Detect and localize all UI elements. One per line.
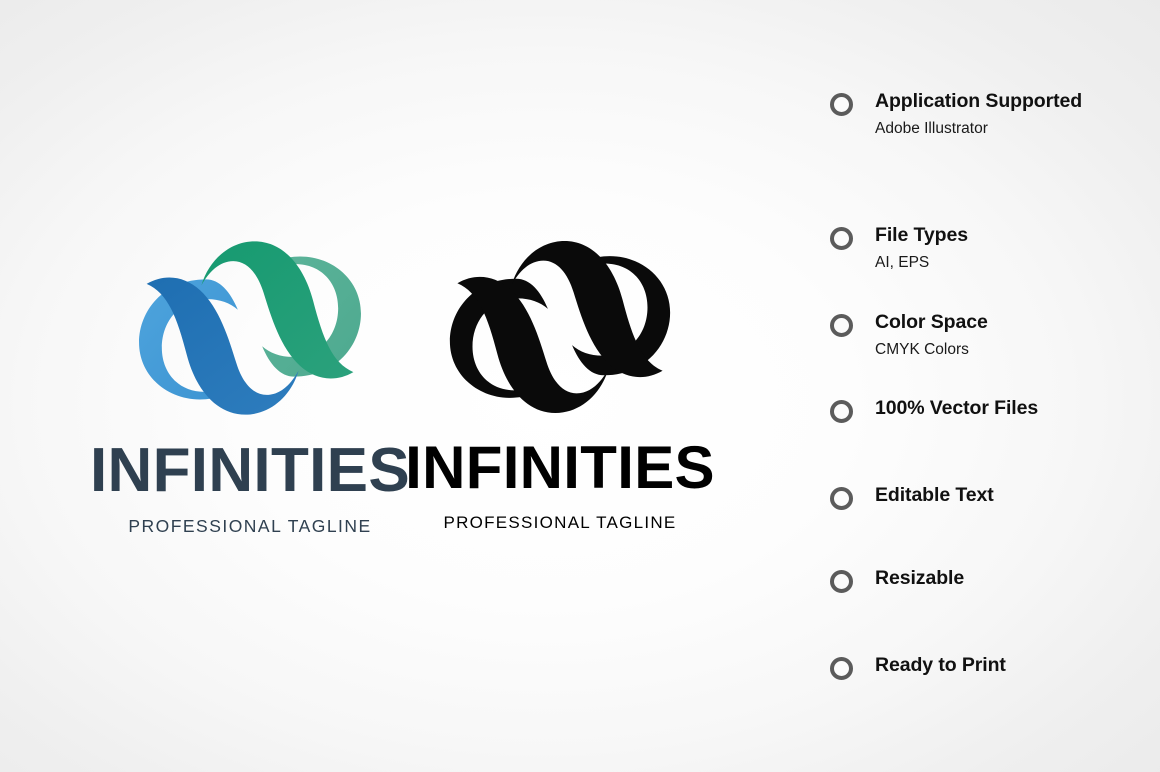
- timeline-item-title: Color Space: [875, 311, 988, 333]
- logo-colored: INFINITIES PROFESSIONAL TAGLINE: [60, 238, 440, 536]
- timeline-item-title: 100% Vector Files: [875, 397, 1039, 419]
- timeline-marker-icon: [830, 657, 853, 680]
- timeline-marker-icon: [830, 400, 853, 423]
- timeline-item-title: Editable Text: [875, 484, 994, 506]
- timeline-item-title: Ready to Print: [875, 654, 1006, 676]
- logo-wordmark: INFINITIES: [405, 434, 715, 501]
- timeline-item-text: Color Space CMYK Colors: [875, 312, 1155, 359]
- logo-tagline: PROFESSIONAL TAGLINE: [443, 513, 677, 532]
- timeline-marker-icon: [830, 314, 853, 337]
- timeline-marker-icon: [830, 93, 853, 116]
- timeline-marker-icon: [830, 570, 853, 593]
- mark-sweep-upper: [201, 241, 354, 379]
- timeline-item-detail: Adobe Illustrator: [875, 120, 988, 138]
- logo-monochrome: INFINITIES PROFESSIONAL TAGLINE: [395, 238, 725, 531]
- timeline-item-title: Application Supported: [875, 90, 1083, 112]
- mark-loop-right: [569, 256, 671, 376]
- timeline-marker-icon: [830, 227, 853, 250]
- timeline-item-title: Resizable: [875, 567, 965, 589]
- mark-loop-left: [449, 278, 551, 398]
- timeline-item-text: Resizable: [875, 567, 1155, 589]
- timeline-item-text: Ready to Print: [875, 654, 1155, 676]
- infinity-knot-icon-colored: [139, 241, 361, 415]
- timeline-item-text: Application Supported Adobe Illustrator: [875, 91, 1155, 138]
- logo-wordmark: INFINITIES: [89, 436, 410, 505]
- mark-loop-right: [259, 256, 361, 377]
- infinity-knot-icon-monochrome: [449, 241, 671, 413]
- logo-showcase: INFINITIES PROFESSIONAL TAGLINE INFINITI…: [60, 238, 725, 536]
- timeline-item-detail: AI, EPS: [875, 254, 930, 272]
- mark-sweep-lower: [146, 277, 299, 415]
- timeline-item-text: Editable Text: [875, 484, 1155, 506]
- timeline-item-title: File Types: [875, 224, 968, 246]
- timeline-marker-icon: [830, 487, 853, 510]
- features-timeline: Application Supported Adobe Illustrator …: [800, 0, 1160, 772]
- mark-sweep-upper: [511, 241, 663, 378]
- logo-tagline: PROFESSIONAL TAGLINE: [128, 516, 372, 536]
- timeline-item-text: File Types AI, EPS: [875, 225, 1155, 272]
- mark-loop-left: [139, 279, 241, 400]
- timeline-item-text: 100% Vector Files: [875, 397, 1155, 419]
- timeline-item-detail: CMYK Colors: [875, 341, 969, 359]
- mark-sweep-lower: [457, 276, 609, 413]
